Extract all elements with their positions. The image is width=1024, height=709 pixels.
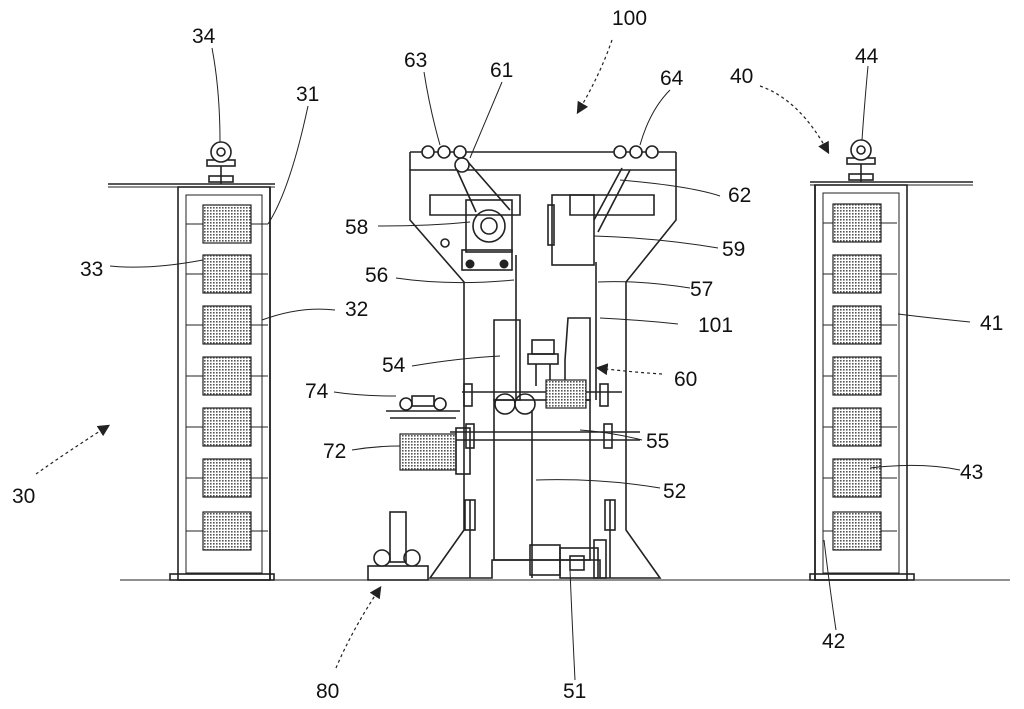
label-62: 62 [728,184,751,207]
label-52: 52 [663,480,686,503]
right-top-pulley [846,139,876,182]
right-tower [809,139,973,581]
main-frame [409,169,677,579]
label-40: 40 [730,65,753,88]
center-machine [409,145,677,579]
label-100: 100 [612,7,647,30]
label-60: 60 [674,368,697,391]
pulley-61 [454,157,470,173]
motor-51 [529,539,607,579]
arrow-30 [35,424,111,475]
leader-lines [109,47,971,681]
label-44: 44 [855,45,879,68]
shaft-55 [450,423,640,449]
label-31: 31 [296,83,319,106]
label-33: 33 [80,258,103,281]
label-74: 74 [305,380,329,403]
label-55: 55 [646,430,669,453]
label-54: 54 [382,354,406,377]
label-61: 61 [490,59,513,82]
label-64: 64 [660,67,684,90]
label-41: 41 [980,312,1003,335]
label-63: 63 [404,49,427,72]
left-tower [108,141,275,581]
roller-assembly-54 [462,379,622,415]
label-72: 72 [323,440,346,463]
left-top-pulley [206,141,236,184]
label-30: 30 [12,485,35,508]
arrow-40 [759,85,830,155]
label-32: 32 [345,298,368,321]
right-weight-stack [823,203,897,551]
base-unit-80 [367,511,429,581]
label-80: 80 [316,680,339,703]
label-101: 101 [698,314,733,337]
device-60 [527,339,559,386]
pulley-64a [613,145,627,159]
label-58: 58 [345,216,368,239]
left-weight-stack [186,204,268,551]
label-57: 57 [690,278,713,301]
pulley-63a [421,145,435,159]
arrow-80 [335,586,382,669]
label-51: 51 [563,680,586,703]
arrow-60 [595,363,663,376]
label-56: 56 [365,264,388,287]
label-34: 34 [192,25,216,48]
winch-72-74 [386,395,471,475]
unit-59 [551,194,595,266]
label-43: 43 [960,461,983,484]
arrow-100 [576,39,613,115]
label-59: 59 [722,238,745,261]
motor-58 [461,199,513,271]
label-42: 42 [822,630,845,653]
